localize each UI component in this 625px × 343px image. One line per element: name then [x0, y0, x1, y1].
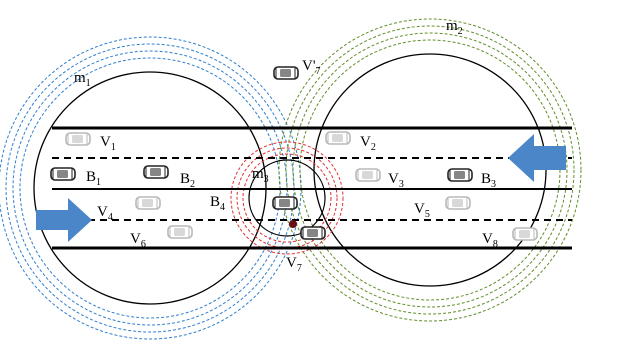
label-m3: m3 — [252, 166, 269, 185]
label-v5: V5 — [414, 201, 430, 220]
vehicle-v4-icon — [135, 196, 161, 210]
label-v4: V4 — [97, 204, 113, 223]
m3-path — [248, 159, 326, 237]
vehicle-v8-icon — [512, 227, 538, 241]
label-v8: V8 — [482, 231, 498, 250]
vehicle-b2-icon — [143, 165, 169, 179]
label-b2: B2 — [180, 171, 195, 190]
label-m2: m2 — [446, 18, 463, 37]
label-v7: V7 — [286, 255, 302, 274]
label-v7-prime: V'7 — [302, 58, 321, 77]
label-b4: B4 — [210, 194, 225, 213]
label-v6: V6 — [130, 231, 146, 250]
traffic-direction-arrow-icon — [36, 198, 92, 242]
label-v2: V2 — [360, 134, 376, 153]
label-v3: V3 — [388, 171, 404, 190]
m2-path — [313, 53, 547, 287]
label-m1: m1 — [74, 70, 91, 89]
vehicle-b1-icon — [50, 167, 76, 181]
road — [52, 126, 572, 250]
traffic-direction-arrow-icon — [508, 134, 566, 182]
vehicle-v3-icon — [355, 168, 381, 182]
vehicle-v6-icon — [167, 225, 193, 239]
vehicle-v5-icon — [445, 196, 471, 210]
label-b1: B1 — [86, 169, 101, 188]
vehicle-v1-icon — [65, 132, 91, 146]
label-b3: B3 — [481, 171, 496, 190]
vehicle-v7-prime-icon — [273, 66, 299, 80]
vehicle-b3-icon — [447, 168, 473, 182]
vehicle-b4-icon — [272, 196, 298, 210]
m3-coverage-rings — [230, 141, 344, 255]
label-v1: V1 — [100, 134, 116, 153]
vehicle-v2-icon — [325, 131, 351, 145]
node-dot — [289, 220, 297, 228]
vehicle-v7-icon — [300, 226, 326, 240]
